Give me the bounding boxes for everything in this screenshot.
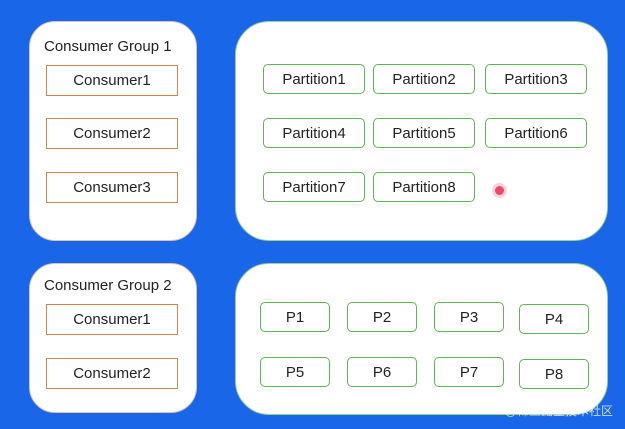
partition-8: Partition8 [373,172,475,202]
p4: P4 [519,304,589,334]
p7: P7 [434,357,504,387]
consumer-group-2-title: Consumer Group 2 [44,277,172,294]
consumer-group-1-title: Consumer Group 1 [44,38,172,55]
group-2-partitions-panel [235,263,608,415]
p3: P3 [434,302,504,332]
group2-consumer-2: Consumer2 [46,358,178,389]
partition-5: Partition5 [373,118,475,148]
group1-consumer-3: Consumer3 [46,172,178,203]
p1: P1 [260,302,330,332]
p5: P5 [260,357,330,387]
partition-3: Partition3 [485,64,587,94]
partition-2: Partition2 [373,64,475,94]
group1-consumer-2: Consumer2 [46,118,178,149]
group2-consumer-1: Consumer1 [46,304,178,335]
partition-1: Partition1 [263,64,365,94]
pointer-dot [495,186,504,195]
partition-4: Partition4 [263,118,365,148]
p6: P6 [347,357,417,387]
partition-7: Partition7 [263,172,365,202]
watermark: @稀土掘金技术社区 [504,404,613,418]
partition-6: Partition6 [485,118,587,148]
p2: P2 [347,302,417,332]
group1-consumer-1: Consumer1 [46,65,178,96]
p8: P8 [519,359,589,389]
